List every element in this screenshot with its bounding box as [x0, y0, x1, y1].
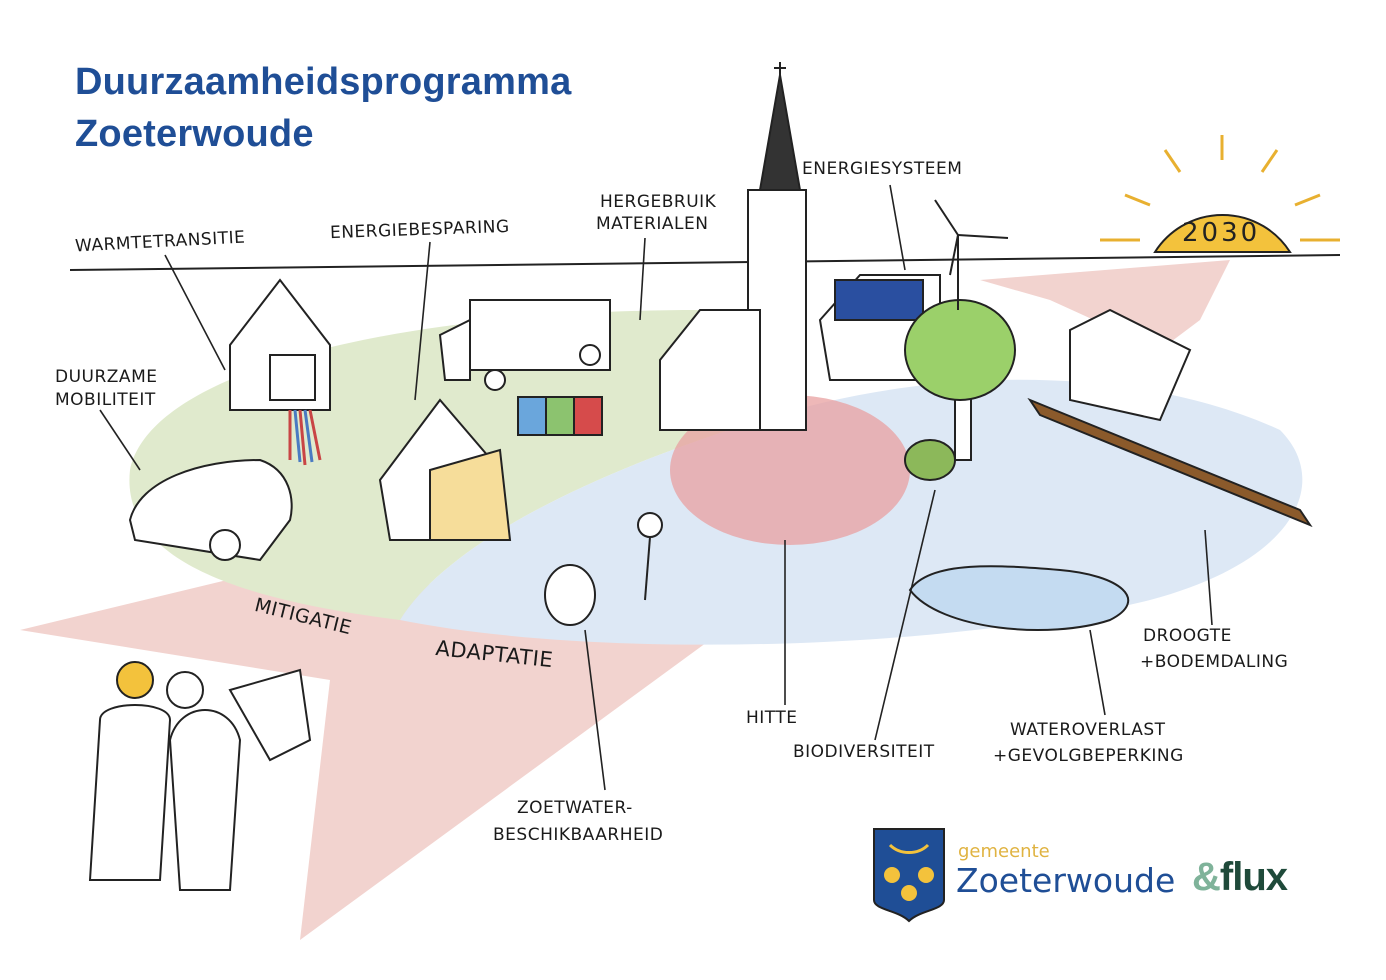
label-mobiliteit-1: DUURZAME: [55, 367, 158, 387]
horizon-line: [69, 254, 1341, 271]
label-wateroverlast-2: +GEVOLGBEPERKING: [993, 746, 1184, 766]
label-hergebruik-1: HERGEBRUIK: [600, 192, 717, 212]
label-mobiliteit-2: MOBILITEIT: [55, 390, 156, 410]
logo-flux-text: flux: [1219, 855, 1288, 899]
heat-area: [670, 395, 910, 545]
sun-year: 2030: [1182, 218, 1261, 248]
title-line-2: Zoeterwoude: [75, 113, 314, 155]
title-line-1: Duurzaamheidsprogramma: [75, 61, 572, 103]
pink-wedge-right: [980, 260, 1230, 350]
page-title: Duurzaamheidsprogramma Zoeterwoude: [75, 56, 571, 160]
logo-zoeterwoude: Zoeterwoude: [956, 861, 1176, 900]
pink-wedge-left: [20, 560, 710, 940]
house-drawings: [88, 199, 1313, 891]
label-wateroverlast-1: WATEROVERLAST: [1010, 720, 1166, 740]
logo-bar: gemeente Zoeterwoude &flux: [870, 825, 1310, 925]
label-hergebruik-2: MATERIALEN: [596, 214, 709, 234]
label-zoetwater-1: ZOETWATER-: [517, 798, 633, 818]
label-droogte-1: DROOGTE: [1143, 626, 1232, 646]
label-energiesysteem: ENERGIESYSTEEM: [802, 159, 963, 179]
logo-flux-amp: &: [1192, 855, 1221, 899]
leader-lines: [99, 184, 1213, 791]
coat-of-arms-icon: [873, 828, 945, 923]
church-drawing: [659, 62, 807, 431]
label-zoetwater-2: BESCHIKBAARHEID: [493, 825, 664, 845]
label-hitte: HITTE: [746, 708, 798, 728]
logo-gemeente: gemeente: [958, 841, 1050, 862]
label-biodiversiteit: BIODIVERSITEIT: [793, 742, 935, 762]
logo-flux: &flux: [1192, 855, 1288, 900]
label-droogte-2: +BODEMDALING: [1140, 652, 1289, 672]
sun-icon: [1100, 135, 1340, 253]
